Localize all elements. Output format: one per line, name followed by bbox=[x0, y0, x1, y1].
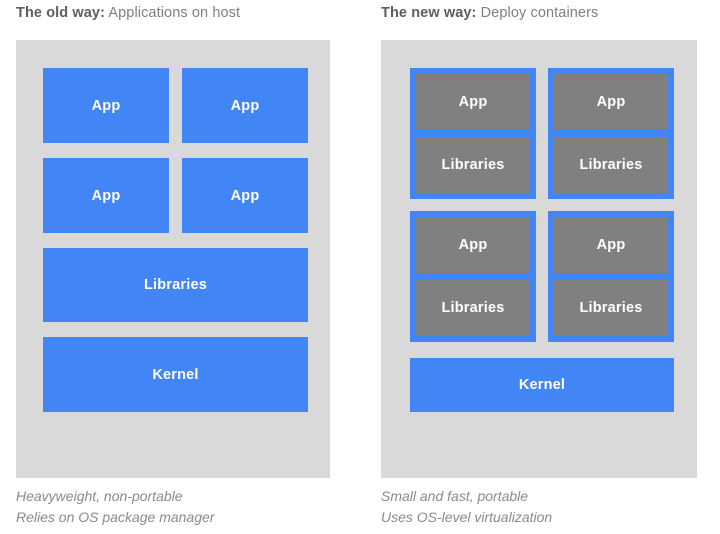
caption-old-way-line-2: Relies on OS package manager bbox=[16, 509, 215, 525]
host-block-app-4: App bbox=[182, 158, 308, 233]
host-block-kernel-new-way: Kernel bbox=[410, 358, 674, 412]
container-4-libraries: Libraries bbox=[554, 280, 668, 336]
column-new-way: The new way: Deploy containers App Libra… bbox=[381, 0, 697, 534]
container-3-libraries: Libraries bbox=[416, 280, 530, 336]
heading-new-way: The new way: Deploy containers bbox=[381, 5, 598, 21]
host-panel-old-way: App App App App Libraries Kernel bbox=[16, 40, 330, 478]
host-block-app-2: App bbox=[182, 68, 308, 143]
container-1-app: App bbox=[416, 74, 530, 130]
caption-new-way: Small and fast, portable Uses OS-level v… bbox=[381, 486, 552, 528]
container-1-libraries: Libraries bbox=[416, 137, 530, 193]
host-block-kernel: Kernel bbox=[43, 337, 308, 412]
caption-old-way-line-1: Heavyweight, non-portable bbox=[16, 488, 183, 504]
container-2: App Libraries bbox=[548, 68, 674, 199]
caption-old-way: Heavyweight, non-portable Relies on OS p… bbox=[16, 486, 214, 528]
caption-new-way-line-1: Small and fast, portable bbox=[381, 488, 529, 504]
container-4: App Libraries bbox=[548, 211, 674, 342]
caption-new-way-line-2: Uses OS-level virtualization bbox=[381, 509, 553, 525]
heading-old-way-tail: Applications on host bbox=[105, 5, 241, 21]
container-2-app: App bbox=[554, 74, 668, 130]
container-3-app: App bbox=[416, 217, 530, 273]
host-block-app-3: App bbox=[43, 158, 169, 233]
container-4-app: App bbox=[554, 217, 668, 273]
host-panel-new-way: App Libraries App Libraries App Librarie… bbox=[381, 40, 697, 478]
heading-old-way-lead: The old way: bbox=[16, 5, 106, 21]
container-2-libraries: Libraries bbox=[554, 137, 668, 193]
host-block-app-1: App bbox=[43, 68, 169, 143]
host-block-libraries: Libraries bbox=[43, 248, 308, 322]
container-1: App Libraries bbox=[410, 68, 536, 199]
heading-old-way: The old way: Applications on host bbox=[16, 5, 240, 21]
column-old-way: The old way: Applications on host App Ap… bbox=[16, 0, 330, 534]
heading-new-way-tail: Deploy containers bbox=[476, 5, 599, 21]
heading-new-way-lead: The new way: bbox=[381, 5, 477, 21]
container-3: App Libraries bbox=[410, 211, 536, 342]
